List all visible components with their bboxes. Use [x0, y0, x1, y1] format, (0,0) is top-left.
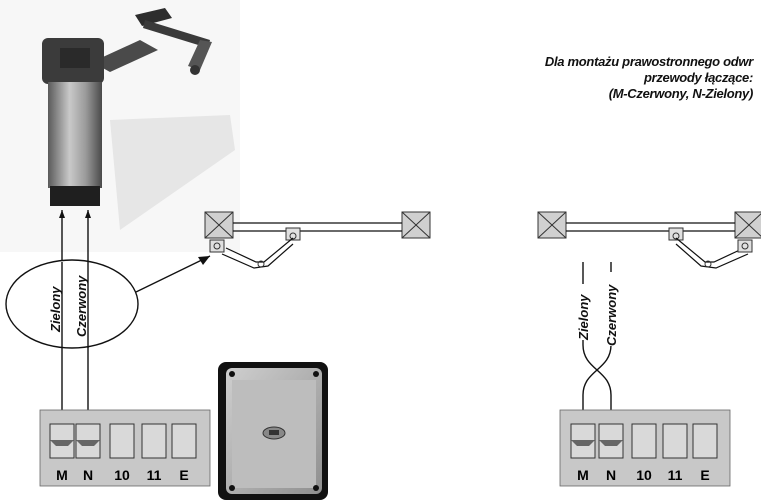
control-unit-box [218, 362, 328, 500]
left-terminal-m: M [56, 467, 68, 483]
caption-line-2: przewody łączące: [643, 70, 753, 85]
right-terminal-e: E [700, 467, 709, 483]
left-terminal-10: 10 [114, 467, 130, 483]
callout-ellipse [5, 259, 139, 349]
left-terminal-n: N [83, 467, 93, 483]
caption-line-3: (M-Czerwony, N-Zielony) [608, 86, 754, 101]
left-terminal-block: M N 10 11 E [39, 409, 211, 487]
right-terminal-n: N [606, 467, 616, 483]
gate-operator-photo [0, 0, 240, 252]
left-gate-schematic [204, 211, 431, 269]
right-gate-schematic [537, 211, 761, 269]
caption-line-1: Dla montażu prawostronnego odwr [544, 54, 753, 69]
mounting-caption: Dla montażu prawostronnego odwr przewody… [453, 54, 753, 102]
right-terminal-m: M [577, 467, 589, 483]
right-red-wire-label: Czerwony [604, 284, 619, 346]
right-terminal-11: 11 [668, 467, 683, 483]
left-red-wire-label: Czerwony [74, 275, 89, 337]
right-green-wire-label: Zielony [576, 294, 591, 341]
right-terminal-block: M N 10 11 E [559, 409, 731, 487]
right-terminal-10: 10 [636, 467, 652, 483]
left-terminal-e: E [179, 467, 188, 483]
callout-pointer [135, 255, 211, 293]
left-terminal-11: 11 [147, 467, 162, 483]
left-green-wire-label: Zielony [48, 286, 63, 333]
